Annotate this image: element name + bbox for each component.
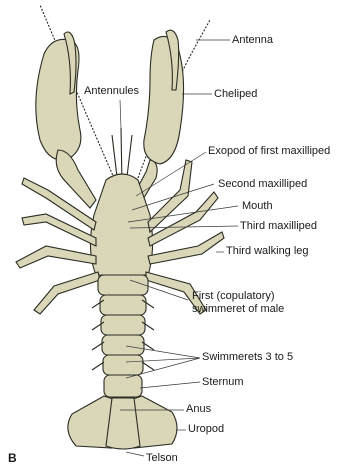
abdomen-segment-2 bbox=[100, 295, 146, 315]
swimmerets-3-5-label: Swimmerets 3 to 5 bbox=[202, 351, 293, 364]
third-maxilliped-label: Third maxilliped bbox=[240, 220, 317, 233]
anus-label: Anus bbox=[186, 403, 211, 416]
mouth-label: Mouth bbox=[242, 200, 273, 213]
swimmeret-label-line2: swimmeret of male bbox=[192, 303, 284, 316]
swimmeret-label-line1: First (copulatory) bbox=[192, 290, 275, 303]
antenna-label: Antenna bbox=[232, 34, 273, 47]
left-leg-4 bbox=[34, 272, 100, 314]
telson-plate bbox=[106, 398, 140, 449]
telson-label: Telson bbox=[146, 452, 178, 465]
uropod-label: Uropod bbox=[188, 423, 224, 436]
figure-letter: B bbox=[8, 451, 17, 465]
third-walking-leg-label: Third walking leg bbox=[226, 245, 309, 258]
abdomen-segment-3 bbox=[101, 315, 145, 335]
abdomen-segment-4 bbox=[102, 335, 144, 355]
exopod-label: Exopod of first maxilliped bbox=[208, 145, 330, 158]
abdomen-segment-6 bbox=[104, 375, 142, 397]
antennules-label: Antennules bbox=[84, 85, 139, 98]
abdomen-segment-5 bbox=[103, 355, 143, 375]
sternum-label: Sternum bbox=[202, 376, 244, 389]
cheliped-label: Cheliped bbox=[214, 88, 257, 101]
left-leg-3 bbox=[16, 246, 96, 268]
abdomen-segment-1 bbox=[98, 275, 148, 295]
second-maxilliped-label: Second maxilliped bbox=[218, 178, 307, 191]
